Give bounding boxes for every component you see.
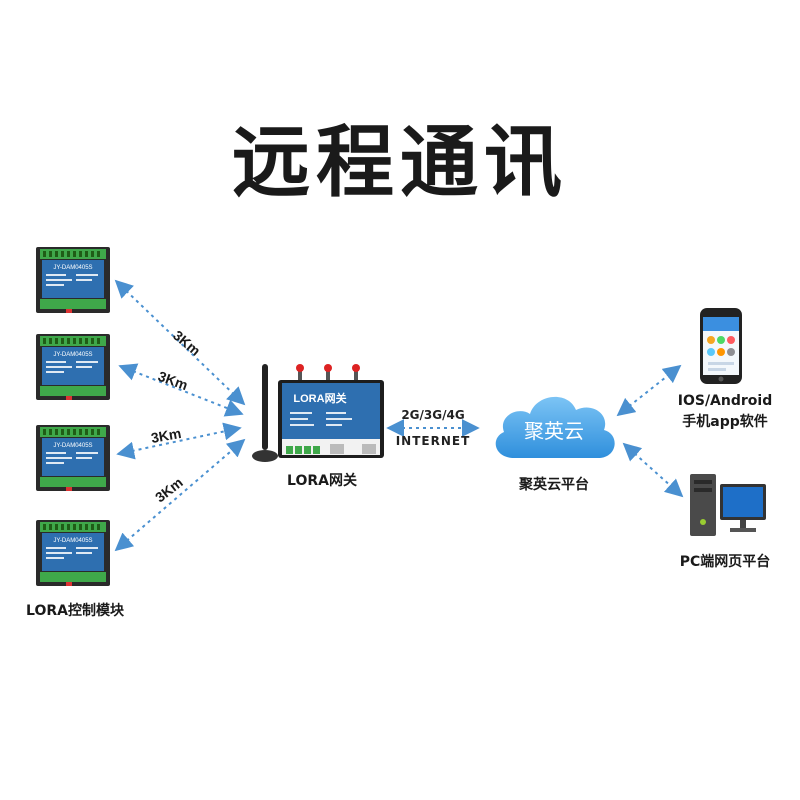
- module-4-model: JY-DAM0405S: [53, 538, 92, 544]
- gateway-caption: LORA网关: [287, 473, 357, 489]
- lora-module-3: JY-DAM0405S: [36, 425, 110, 491]
- distance-label-3: 3Km: [150, 425, 183, 446]
- arrow-cloud-pc: [622, 442, 684, 498]
- modules-caption: LORA控制模块: [26, 603, 124, 619]
- module-1-model: JY-DAM0405S: [53, 265, 92, 271]
- smartphone-icon: [700, 308, 742, 384]
- cloud-icon: 聚英云: [484, 380, 624, 470]
- cloud-caption: 聚英云平台: [519, 477, 589, 493]
- page-title: 远程通讯: [231, 118, 568, 208]
- cloud-name: 聚英云: [524, 419, 584, 443]
- arrow-module-4: [114, 438, 246, 552]
- distance-label-1: 3Km: [170, 327, 204, 359]
- lora-module-4: JY-DAM0405S: [36, 520, 110, 586]
- module-3-model: JY-DAM0405S: [53, 443, 92, 449]
- mobile-caption-line2: 手机app软件: [682, 414, 768, 430]
- gateway-panel-title: LORA网关: [293, 391, 346, 405]
- distance-label-2: 3Km: [156, 368, 190, 393]
- network-types-label: 2G/3G/4G: [401, 408, 465, 422]
- lora-gateway: LORA网关: [250, 358, 390, 466]
- internet-label: INTERNET: [395, 434, 471, 448]
- arrow-cloud-mobile: [616, 364, 682, 417]
- lora-module-2: JY-DAM0405S: [36, 334, 110, 400]
- module-2-model: JY-DAM0405S: [53, 352, 92, 358]
- desktop-computer-icon: [688, 470, 768, 540]
- mobile-caption-line1: IOS/Android: [677, 393, 773, 409]
- pc-caption: PC端网页平台: [679, 554, 771, 570]
- lora-module-1: JY-DAM0405S: [36, 247, 110, 313]
- distance-label-4: 3Km: [152, 474, 186, 505]
- arrow-module-2: [118, 363, 244, 417]
